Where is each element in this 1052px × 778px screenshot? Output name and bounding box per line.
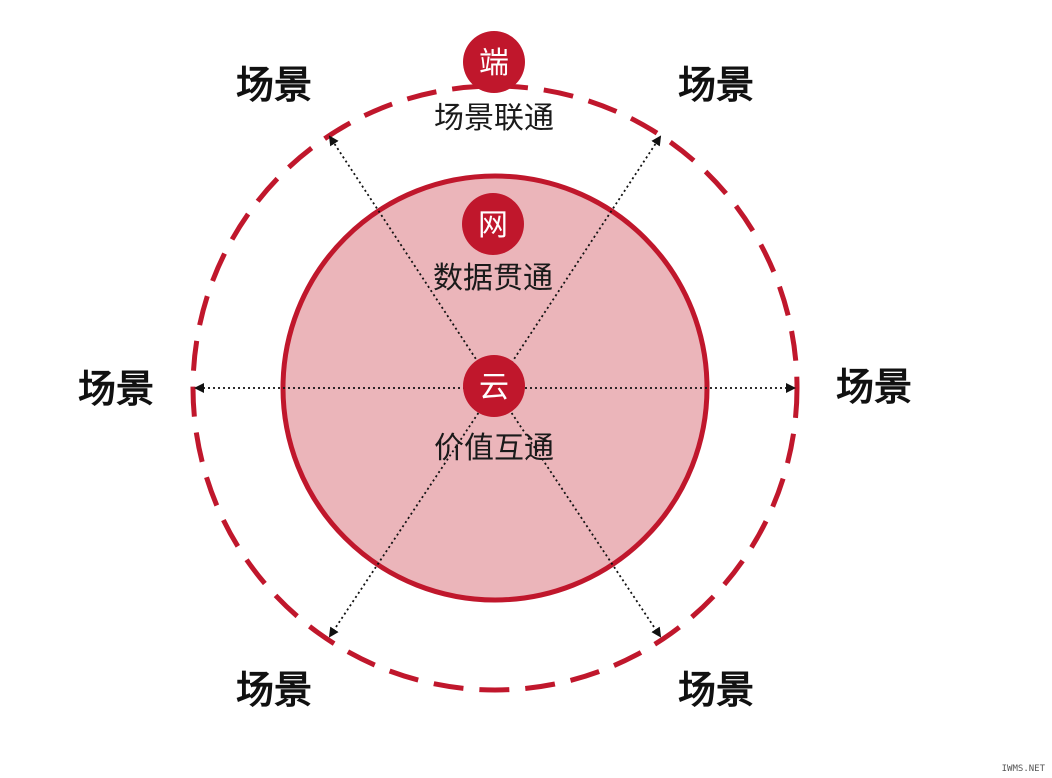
cloud-layer: 云 价值互通 bbox=[434, 355, 554, 466]
scene-labels: 场景 场景 场景 场景 场景 场景 bbox=[78, 63, 912, 712]
cloud-caption: 价值互通 bbox=[434, 431, 554, 466]
edge-caption: 场景联通 bbox=[434, 101, 554, 136]
outer-dashed-circle bbox=[190, 83, 800, 693]
network-caption: 数据贯通 bbox=[433, 261, 553, 296]
watermark: IWMS.NET bbox=[1002, 764, 1046, 774]
edge-badge bbox=[463, 31, 525, 93]
network-badge bbox=[462, 193, 524, 255]
network-layer: 网 数据贯通 bbox=[433, 193, 553, 296]
scene-label-left: 场景 bbox=[78, 367, 154, 411]
scene-label-bottom-left: 场景 bbox=[236, 668, 312, 712]
cloud-badge-text: 云 bbox=[479, 370, 509, 405]
edge-layer: 端 场景联通 bbox=[434, 31, 554, 136]
network-badge-text: 网 bbox=[478, 208, 508, 243]
scene-arrows bbox=[194, 135, 796, 638]
scene-label-top-left: 场景 bbox=[236, 63, 312, 107]
edge-badge-text: 端 bbox=[479, 46, 509, 81]
scene-label-right: 场景 bbox=[836, 365, 912, 409]
cloud-badge bbox=[463, 355, 525, 417]
scene-label-bottom-right: 场景 bbox=[678, 668, 754, 712]
arrow-top-right bbox=[494, 135, 662, 389]
scene-label-top-right: 场景 bbox=[678, 63, 754, 107]
arrow-top-left bbox=[328, 135, 496, 389]
